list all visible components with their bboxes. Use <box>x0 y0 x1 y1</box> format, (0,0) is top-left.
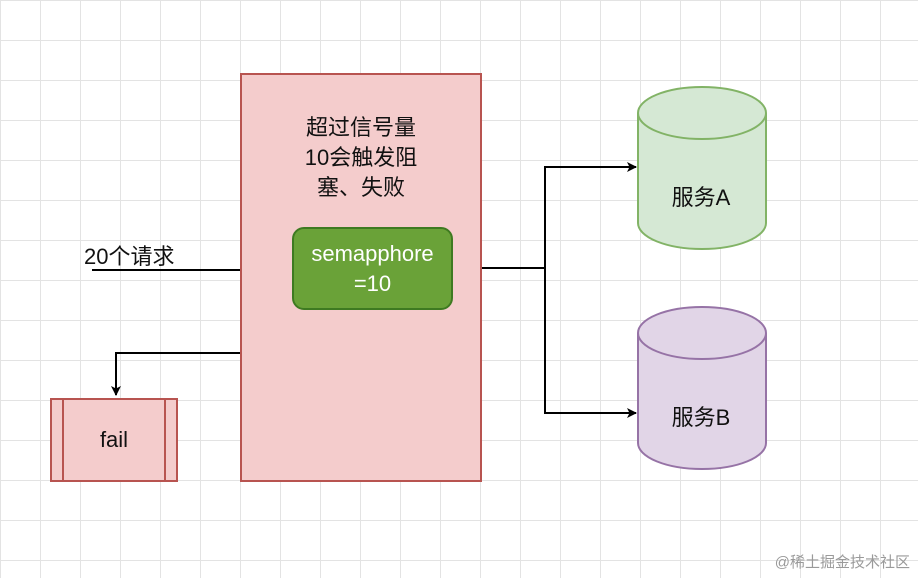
fail-node-right-bar <box>164 400 166 480</box>
service-b-label: 服务B <box>671 405 731 430</box>
semaphore-container-label: 超过信号量 10会触发阻 塞、失败 <box>304 115 418 200</box>
fail-node-label: fail <box>99 427 129 452</box>
service-a-label: 服务A <box>671 185 731 210</box>
fail-node-left-bar <box>62 400 64 480</box>
edge-semaphore-to-service-b <box>544 268 637 418</box>
requests-label: 20个请求 <box>84 244 175 269</box>
edge-semaphore-to-service-a <box>453 162 637 269</box>
semaphore-node: semapphore =10 <box>292 227 453 310</box>
service-a-database-icon <box>637 86 767 250</box>
fail-node: fail <box>50 398 178 482</box>
watermark: @稀土掘金技术社区 <box>774 554 910 571</box>
service-b-database-icon <box>637 306 767 470</box>
semaphore-node-label: semapphore =10 <box>311 240 434 296</box>
